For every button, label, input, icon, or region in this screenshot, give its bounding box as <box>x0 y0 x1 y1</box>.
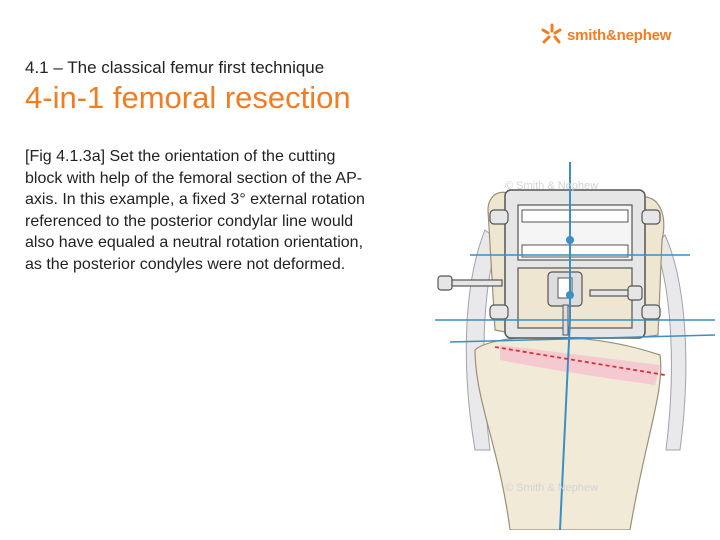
section-label: 4.1 – The classical femur first techniqu… <box>25 58 325 77</box>
fixation-pin-left <box>437 275 503 291</box>
medial-ligament <box>654 234 687 451</box>
page-title: 4-in-1 femoral resection <box>25 80 351 115</box>
watermark-bottom: © Smith & Nephew <box>505 482 599 494</box>
tibial-resection-line <box>494 346 666 376</box>
smith-nephew-logo: smith&nephew <box>540 20 690 50</box>
posterior-condylar-line-2 <box>449 334 716 343</box>
logo-wordmark: smith&nephew <box>567 26 672 44</box>
watermark-top: © Smith & Nephew <box>505 180 599 192</box>
fixation-pin-right <box>589 285 643 301</box>
knee-cutting-block-illustration: © Smith & Nephew © Smith & Nephew <box>430 150 720 531</box>
figure-caption-text: [Fig 4.1.3a] Set the orientation of the … <box>25 148 365 273</box>
starburst-logo-icon <box>541 23 562 44</box>
